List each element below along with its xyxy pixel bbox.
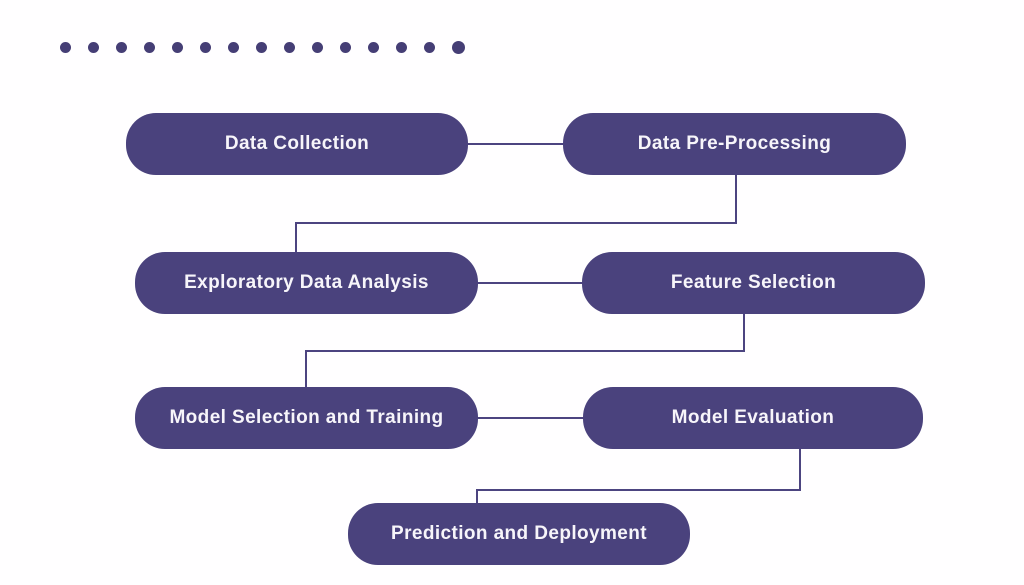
dot-icon bbox=[144, 42, 155, 53]
decorative-dots-row bbox=[60, 41, 465, 54]
connector-feature-selection-to-model-selection bbox=[305, 314, 745, 387]
dot-icon bbox=[424, 42, 435, 53]
dot-icon bbox=[396, 42, 407, 53]
node-model-selection-and-training: Model Selection and Training bbox=[135, 387, 478, 449]
dot-icon bbox=[452, 41, 465, 54]
node-feature-selection: Feature Selection bbox=[582, 252, 925, 314]
node-prediction-and-deployment: Prediction and Deployment bbox=[348, 503, 690, 565]
node-model-evaluation: Model Evaluation bbox=[583, 387, 923, 449]
node-data-pre-processing: Data Pre-Processing bbox=[563, 113, 906, 175]
dot-icon bbox=[284, 42, 295, 53]
dot-icon bbox=[256, 42, 267, 53]
dot-icon bbox=[172, 42, 183, 53]
dot-icon bbox=[312, 42, 323, 53]
dot-icon bbox=[368, 42, 379, 53]
dot-icon bbox=[60, 42, 71, 53]
connector-evaluation-to-prediction bbox=[476, 449, 801, 503]
dot-icon bbox=[88, 42, 99, 53]
node-data-collection: Data Collection bbox=[126, 113, 468, 175]
dot-icon bbox=[116, 42, 127, 53]
dot-icon bbox=[228, 42, 239, 53]
connector-preprocessing-to-eda bbox=[295, 175, 737, 252]
dot-icon bbox=[200, 42, 211, 53]
dot-icon bbox=[340, 42, 351, 53]
node-exploratory-data-analysis: Exploratory Data Analysis bbox=[135, 252, 478, 314]
